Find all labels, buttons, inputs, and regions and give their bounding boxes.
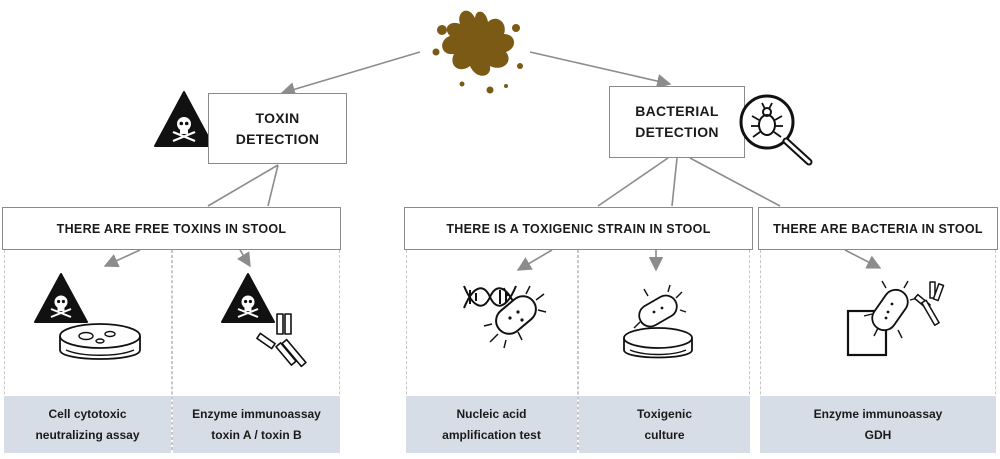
method-label-line1: Enzyme immunoassay <box>192 406 321 421</box>
method-label-line1: Toxigenic <box>636 406 693 421</box>
toxin-detection-title-line2: DETECTION <box>235 130 320 147</box>
column-cell-cytotoxic <box>4 250 172 450</box>
toxic-skull-warning-icon <box>221 273 275 323</box>
antibody-icon <box>256 313 307 368</box>
banner-toxigenic-strain: THERE IS A TOXIGENIC STRAIN IN STOOL <box>404 207 753 250</box>
method-label-line2: toxin A / toxin B <box>211 427 302 442</box>
bacterial-detection-box: BACTERIAL DETECTION <box>609 86 745 158</box>
method-label-line2: amplification test <box>442 427 541 442</box>
stool-splat-icon <box>432 10 523 94</box>
antibody-icon <box>913 281 945 327</box>
bacterium-icon <box>863 280 919 339</box>
bacterial-detection-title-line1: BACTERIAL <box>635 103 719 119</box>
bacterium-icon <box>633 284 687 329</box>
method-label-line2: GDH <box>864 427 892 442</box>
petri-dish-icon <box>59 323 141 360</box>
bacteria-magnifier-icon <box>739 94 813 166</box>
column-eia-gdh <box>760 250 996 450</box>
banner-toxigenic-strain-text: THERE IS A TOXIGENIC STRAIN IN STOOL <box>446 221 711 236</box>
bacterial-detection-title-line2: DETECTION <box>635 124 719 140</box>
method-label-line1: Cell cytotoxic <box>48 406 127 421</box>
toxic-skull-warning-icon <box>154 91 214 147</box>
column-naat <box>406 250 578 450</box>
method-toxigenic-culture: Toxigenic culture <box>579 396 750 453</box>
column-toxigenic-culture <box>578 250 750 450</box>
method-naat: Nucleic acid amplification test <box>406 396 577 453</box>
method-label-line2: culture <box>644 427 685 442</box>
toxic-skull-warning-icon <box>34 273 88 323</box>
banner-bacteria-in-stool-text: THERE ARE BACTERIA IN STOOL <box>773 221 983 236</box>
method-cell-cytotoxic: Cell cytotoxic neutralizing assay <box>4 396 171 453</box>
method-label-line2: neutralizing assay <box>35 427 140 442</box>
method-label-line1: Enzyme immunoassay <box>813 406 943 421</box>
petri-dish-icon <box>623 327 693 359</box>
toxin-detection-title-line1: TOXIN <box>255 109 300 126</box>
method-eia-toxin: Enzyme immunoassay toxin A / toxin B <box>173 396 340 453</box>
method-label-line1: Nucleic acid <box>456 406 527 421</box>
method-eia-gdh: Enzyme immunoassay GDH <box>760 396 996 453</box>
bacterium-icon <box>483 285 547 349</box>
banner-free-toxins-text: THERE ARE FREE TOXINS IN STOOL <box>56 221 287 236</box>
column-eia-toxin <box>172 250 340 450</box>
banner-free-toxins: THERE ARE FREE TOXINS IN STOOL <box>2 207 341 250</box>
toxin-detection-box: TOXIN DETECTION <box>208 93 347 164</box>
banner-bacteria-in-stool: THERE ARE BACTERIA IN STOOL <box>758 207 998 250</box>
